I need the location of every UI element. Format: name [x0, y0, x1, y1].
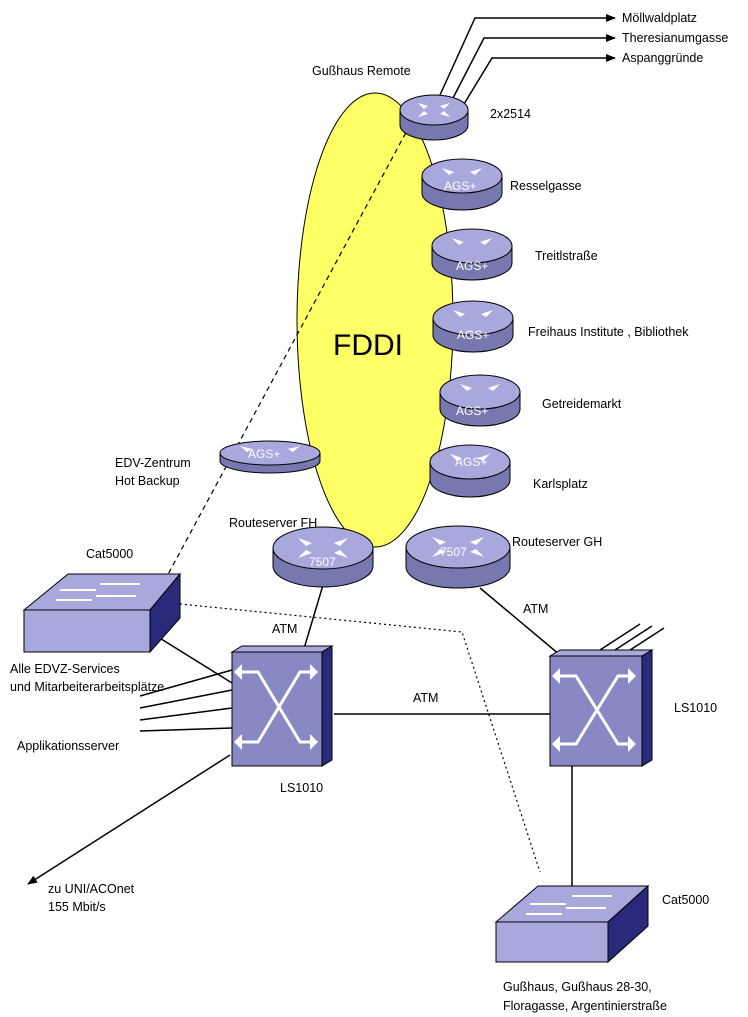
remote-model: 2x2514 — [490, 107, 531, 121]
cat5000-right-label: Floragasse, Argentinierstraße — [503, 999, 667, 1013]
router-location-label: Treitlstraße — [535, 249, 598, 263]
cat5000-right-title: Cat5000 — [662, 893, 709, 907]
cat5000-left — [22, 572, 182, 654]
backup-label: Hot Backup — [115, 474, 180, 488]
switch-left — [230, 645, 334, 767]
routeserver-gh-title: Routeserver GH — [512, 535, 602, 549]
router-backup: AGS+ — [219, 440, 321, 474]
remote-title: Gußhaus Remote — [312, 64, 411, 78]
router-location-label: Karlsplatz — [533, 477, 588, 491]
routeserver-fh-title: Routeserver FH — [229, 516, 317, 530]
cat5000-left-label: Alle EDVZ-Services — [10, 662, 120, 676]
cat5000-left-title: Cat5000 — [86, 547, 133, 561]
router-location-label: Resselgasse — [510, 179, 582, 193]
router-karlsplatz: AGS+ — [429, 444, 511, 498]
router-freihaus: AGS+ — [432, 300, 514, 353]
destination-label: Möllwaldplatz — [622, 11, 697, 25]
uplink-label: zu UNI/ACOnet — [48, 882, 135, 896]
switch-left-label: LS1010 — [280, 781, 323, 795]
svg-text:AGS+: AGS+ — [248, 447, 280, 461]
routeserver-gh: 7507 — [405, 525, 511, 589]
router-resselgasse: AGS+ — [421, 158, 503, 211]
svg-text:AGS+: AGS+ — [456, 259, 488, 273]
remote-router — [399, 94, 469, 141]
atm-label-trunk: ATM — [413, 691, 438, 705]
backup-label: EDV-Zentrum — [115, 456, 191, 470]
cat5000-left-label: und Mitarbeiterarbeitsplätze — [10, 680, 164, 694]
backup-dotted-link — [179, 603, 541, 873]
svg-text:AGS+: AGS+ — [457, 328, 489, 342]
fddi-label: FDDI — [333, 329, 403, 362]
svg-text:AGS+: AGS+ — [456, 404, 488, 418]
uplink-label: 155 Mbit/s — [48, 900, 106, 914]
router-getreidemarkt: AGS+ — [439, 374, 521, 427]
svg-text:AGS+: AGS+ — [455, 455, 487, 469]
destination-label: Aspanggründe — [622, 51, 703, 65]
router-location-label: Getreidemarkt — [542, 397, 622, 411]
atm-label-gh: ATM — [523, 602, 548, 616]
connection-lines — [27, 584, 665, 900]
switch-right — [548, 649, 654, 767]
svg-text:7507: 7507 — [440, 545, 467, 559]
cat5000-right-label: Gußhaus, Gußhaus 28-30, — [503, 980, 652, 994]
cat5000-right — [494, 884, 650, 964]
router-location-label: Freihaus Institute , Bibliothek — [528, 325, 689, 339]
destination-links — [439, 14, 616, 105]
atm-label-fh: ATM — [272, 622, 297, 636]
router-treitlstrasse: AGS+ — [431, 228, 513, 281]
applikationsserver-label: Applikationsserver — [17, 739, 119, 753]
svg-text:7507: 7507 — [309, 555, 336, 569]
switch-right-label: LS1010 — [674, 701, 717, 715]
routeserver-fh: 7507 — [272, 526, 374, 588]
svg-text:AGS+: AGS+ — [444, 179, 476, 193]
destination-label: Theresianumgasse — [622, 31, 728, 45]
